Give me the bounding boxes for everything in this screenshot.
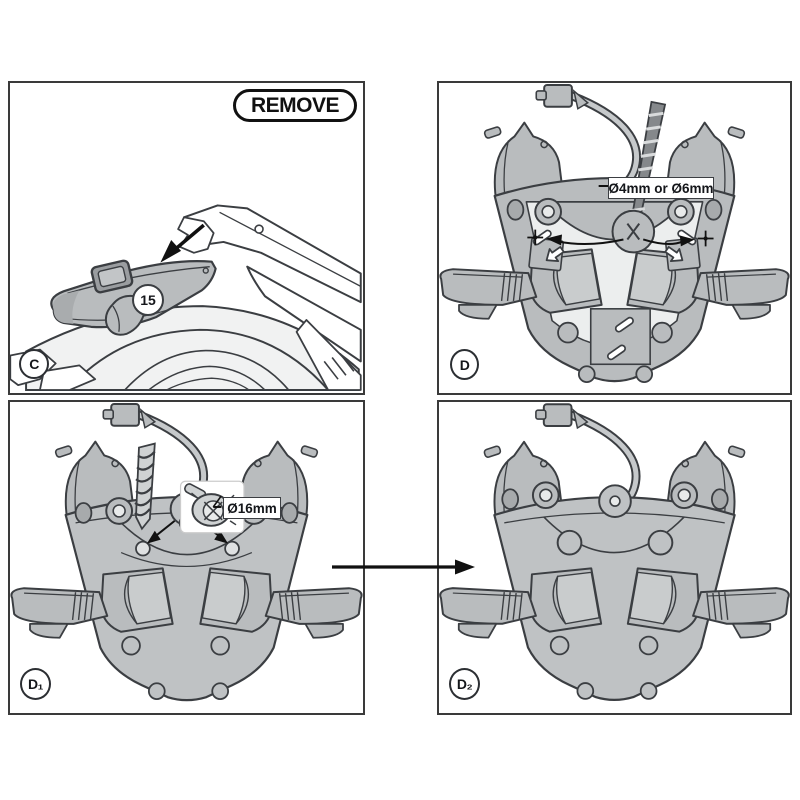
pry-points	[528, 228, 701, 362]
hole-saw-card	[179, 480, 245, 534]
panel-d1-drill-holes: Ø16mm D₁	[8, 400, 365, 715]
panel-d2-illustration	[439, 402, 790, 701]
hole-saw-diameter-label: Ø16mm	[223, 497, 281, 519]
panel-label-d2: D₂	[449, 668, 480, 700]
panel-c-remove-cover: REMOVE 15 C	[8, 81, 365, 395]
panel-label-c: C	[19, 349, 49, 379]
drill-diameter-label: Ø4mm or Ø6mm	[608, 177, 714, 199]
tail-cowl	[10, 440, 363, 702]
tail-cowl	[439, 121, 790, 383]
pilot-holes	[120, 520, 253, 568]
subframe	[177, 204, 362, 391]
next-step-arrow	[332, 559, 475, 575]
drill-point-arrows	[526, 185, 715, 248]
part-number-callout: 15	[132, 284, 164, 316]
panel-label-d1: D₁	[20, 668, 51, 700]
panel-label-d: D	[450, 349, 479, 380]
panel-d1-illustration	[10, 402, 363, 702]
panel-d-mark-drill-points: Ø4mm or Ø6mm D	[437, 81, 792, 395]
panel-c-illustration	[10, 204, 362, 392]
tail-cowl	[439, 440, 790, 701]
remove-badge: REMOVE	[233, 89, 357, 122]
twist-drill-bit	[134, 442, 156, 531]
panel-d2-holes-finished: D₂	[437, 400, 792, 715]
removal-direction-arrow	[160, 223, 205, 263]
panel-d-illustration	[439, 83, 790, 383]
